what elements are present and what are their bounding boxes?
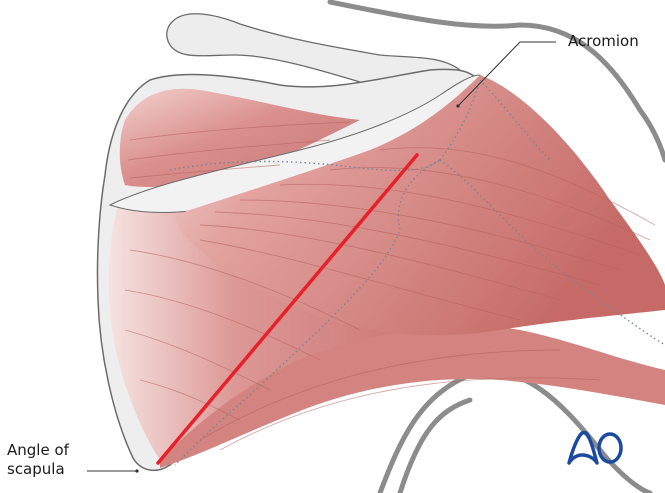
deltoid-muscle [175,75,665,336]
label-angle-line2: scapula [7,460,65,478]
label-angle-line1: Angle of [7,441,69,459]
muscle-fibers [124,121,656,451]
teres-major-muscle [160,326,665,468]
incision-line [156,153,419,465]
dotted-boundaries [169,78,665,466]
label-acromion: Acromion [568,32,639,50]
acromion-leader [457,41,556,107]
label-angle-of-scapula: Angle of scapula [7,441,69,479]
supraspinatus-muscle [119,88,360,187]
ao-logo [567,430,623,465]
